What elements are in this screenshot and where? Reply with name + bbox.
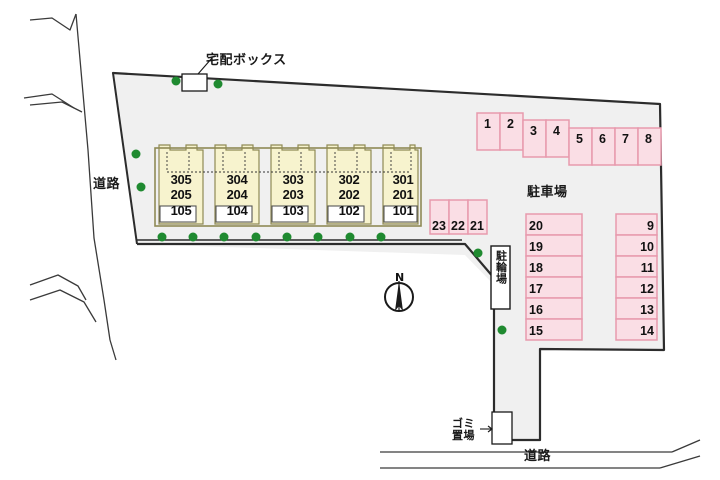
unit-label-303: 303 203 103 (271, 172, 315, 218)
planting-dot (376, 232, 386, 242)
unit-floor-2: 203 (282, 187, 304, 203)
building-unit-302 (326, 144, 372, 225)
unit-label-301: 301 201 101 (381, 172, 425, 218)
stall-number-10: 10 (640, 240, 654, 254)
stall-number-3: 3 (530, 124, 537, 138)
site-boundary-south-front (137, 242, 496, 440)
planting-markers (131, 76, 507, 335)
stall-number-9: 9 (647, 219, 654, 233)
parking-stalls-mid (429, 199, 488, 235)
stall-15 (525, 318, 583, 341)
road-bottom-edges (380, 439, 701, 469)
planting-dot (131, 149, 141, 159)
stall-8 (637, 127, 662, 166)
stall-number-11: 11 (640, 261, 654, 275)
unit-floor-1: 101 (392, 202, 414, 218)
planting-dot (136, 182, 146, 192)
stall-number-7: 7 (622, 132, 629, 146)
building-unit-305 (158, 144, 204, 225)
planting-dot (345, 232, 355, 242)
planting-dot (219, 232, 229, 242)
stall-number-1: 1 (484, 117, 491, 131)
unit-label-305: 305 205 105 (159, 172, 203, 218)
stall-number-18: 18 (529, 261, 543, 275)
stall-number-6: 6 (599, 132, 606, 146)
stall-number-4: 4 (553, 124, 560, 138)
stall-number-12: 12 (640, 282, 654, 296)
stall-number-15: 15 (529, 324, 543, 338)
stall-number-22: 22 (451, 219, 465, 233)
unit-label-302: 302 202 102 (327, 172, 371, 218)
stall-number-8: 8 (645, 132, 652, 146)
stall-number-2: 2 (507, 117, 514, 131)
stall-number-13: 13 (640, 303, 654, 317)
stall-number-20: 20 (529, 219, 543, 233)
parking-stalls-left-col (525, 213, 583, 341)
site-boundary-west (112, 72, 138, 245)
unit-floor-3: 301 (392, 172, 414, 187)
unit-floor-1: 104 (226, 202, 248, 218)
unit-floor-3: 302 (338, 172, 360, 187)
parking-stalls-right-col (615, 213, 658, 341)
unit-floor-2: 205 (170, 187, 192, 203)
compass-rose (384, 281, 414, 312)
site-boundary (111, 71, 666, 442)
building-unit-303 (270, 144, 316, 225)
planting-dot (473, 248, 483, 258)
parking-stalls-top (476, 112, 662, 166)
unit-floor-1: 102 (338, 202, 360, 218)
planting-dot (213, 79, 223, 89)
unit-floor-3: 303 (282, 172, 304, 187)
road-left-edges (23, 13, 117, 361)
apartment-building (154, 144, 422, 227)
stall-number-5: 5 (576, 132, 583, 146)
stall-14 (615, 318, 658, 341)
stall-number-16: 16 (529, 303, 543, 317)
unit-floor-3: 305 (170, 172, 192, 187)
building-unit-304 (214, 144, 260, 225)
planting-dot (282, 232, 292, 242)
stall-21 (467, 199, 488, 235)
unit-floor-2: 202 (338, 187, 360, 203)
unit-floor-2: 204 (226, 187, 248, 203)
planting-dot (171, 76, 181, 86)
stall-number-21: 21 (470, 219, 484, 233)
delivery-box (181, 57, 213, 92)
stall-number-23: 23 (432, 219, 446, 233)
garbage-box (480, 411, 513, 445)
unit-floor-1: 105 (170, 202, 192, 218)
building-unit-301 (382, 144, 419, 225)
planting-dot (157, 232, 167, 242)
planting-dot (188, 232, 198, 242)
unit-floor-2: 201 (392, 187, 414, 203)
stall-number-17: 17 (529, 282, 543, 296)
stall-number-14: 14 (640, 324, 654, 338)
bike-parking-box (490, 245, 511, 310)
planting-dot (313, 232, 323, 242)
planting-dot (497, 325, 507, 335)
stall-number-19: 19 (529, 240, 543, 254)
planting-dot (251, 232, 261, 242)
unit-label-304: 304 204 104 (215, 172, 259, 218)
unit-floor-3: 304 (226, 172, 248, 187)
unit-floor-1: 103 (282, 202, 304, 218)
